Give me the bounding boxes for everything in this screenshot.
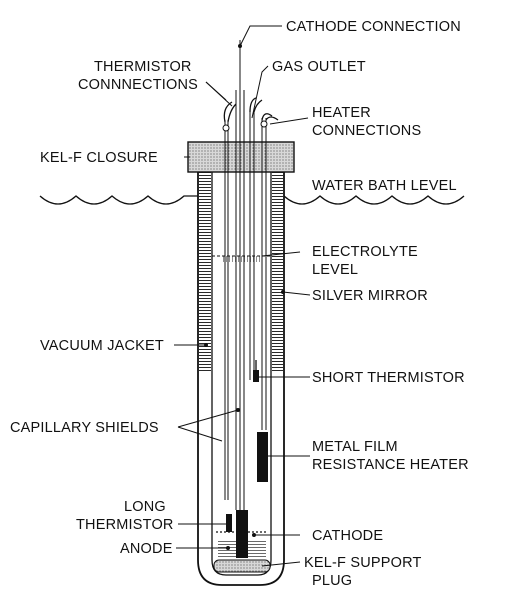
label-kelf-closure: KEL-F CLOSURE — [40, 150, 158, 166]
label-kelf-support-1: KEL-F SUPPORT — [304, 555, 422, 571]
kelf-support-plug-shape — [213, 559, 271, 573]
long-thermistor-shape — [226, 514, 232, 532]
label-heater-connections-1: HEATER — [312, 105, 371, 121]
label-capillary-shields: CAPILLARY SHIELDS — [10, 420, 159, 436]
leader-lines — [174, 25, 311, 567]
top-connectors — [222, 97, 279, 132]
label-anode: ANODE — [120, 541, 173, 557]
label-heater-connections-2: CONNECTIONS — [312, 123, 421, 139]
water-bath-waves-left — [39, 195, 198, 205]
label-kelf-support-2: PLUG — [312, 573, 352, 589]
silver-mirror-left — [199, 172, 211, 372]
water-bath-waves-right — [283, 195, 465, 205]
label-metal-film-2: RESISTANCE HEATER — [312, 457, 469, 473]
internal-wires — [224, 40, 267, 510]
label-electrolyte-level-2: LEVEL — [312, 262, 358, 278]
vacuum-jacket-outer — [197, 170, 285, 586]
label-vacuum-jacket: VACUUM JACKET — [40, 338, 164, 354]
label-short-thermistor: SHORT THERMISTOR — [312, 370, 465, 386]
electrolyte-region — [222, 256, 260, 262]
label-thermistor-connections-2: CONNNECTIONS — [78, 77, 198, 93]
label-long-thermistor-1: LONG — [124, 499, 166, 515]
label-long-thermistor-2: THERMISTOR — [76, 517, 174, 533]
short-thermistor-shape — [253, 360, 259, 382]
labels: CATHODE CONNECTION THERMISTOR CONNNECTIO… — [10, 19, 469, 589]
label-silver-mirror: SILVER MIRROR — [312, 288, 428, 304]
label-thermistor-connections-1: THERMISTOR — [94, 59, 192, 75]
metal-film-heater-shape — [257, 432, 268, 482]
label-gas-outlet: GAS OUTLET — [272, 59, 366, 75]
anode-coil — [218, 540, 266, 558]
label-cathode-connection: CATHODE CONNECTION — [286, 19, 461, 35]
label-metal-film-1: METAL FILM — [312, 439, 398, 455]
silver-mirror-right — [272, 172, 283, 372]
kelf-closure-shape — [187, 141, 295, 173]
label-water-bath-level: WATER BATH LEVEL — [312, 178, 457, 194]
label-electrolyte-level-1: ELECTROLYTE — [312, 244, 418, 260]
label-cathode: CATHODE — [312, 528, 383, 544]
